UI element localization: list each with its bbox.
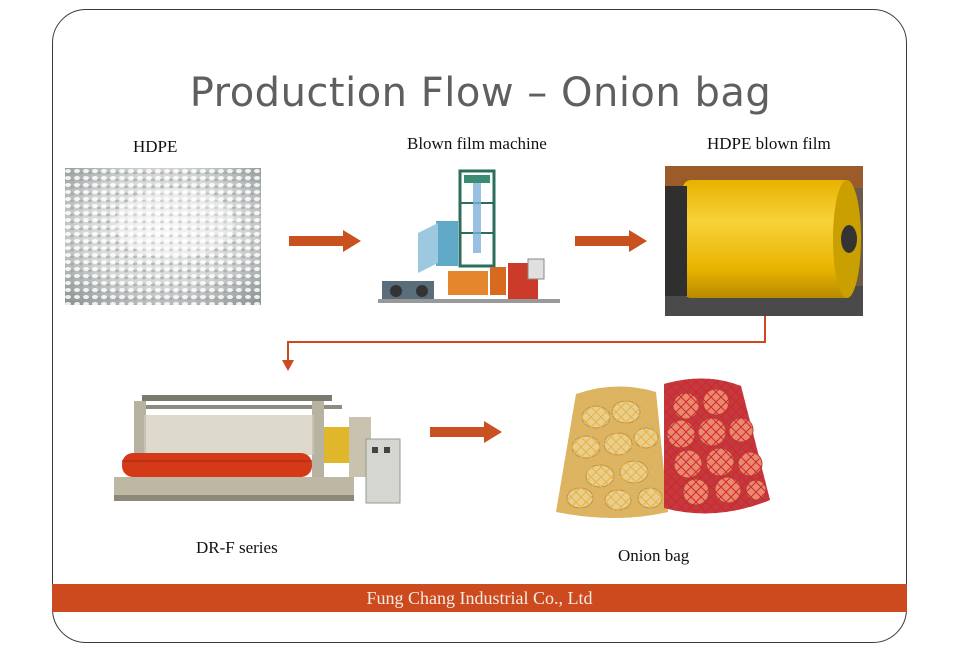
onion-bag-image [556, 372, 776, 527]
label-blown-film-machine: Blown film machine [407, 134, 547, 153]
hdpe-blown-film-image [665, 166, 863, 316]
arrow-hdpe-to-machine [289, 230, 361, 252]
arrow-drf-to-onion-bag [430, 421, 502, 443]
label-hdpe-blown-film: HDPE blown film [707, 134, 831, 153]
connector-film-to-drf [280, 314, 772, 372]
page-title: Production Flow – Onion bag [189, 70, 772, 116]
company-footer: Fung Chang Industrial Co., Ltd [52, 584, 907, 612]
blown-film-machine-image [378, 163, 560, 313]
hdpe-pellets-image [65, 168, 261, 305]
label-hdpe: HDPE [133, 137, 178, 156]
label-drf-series: DR-F series [196, 538, 278, 557]
label-onion-bag: Onion bag [618, 546, 690, 565]
drf-series-machine-image [114, 387, 406, 522]
arrow-machine-to-film [575, 230, 647, 252]
